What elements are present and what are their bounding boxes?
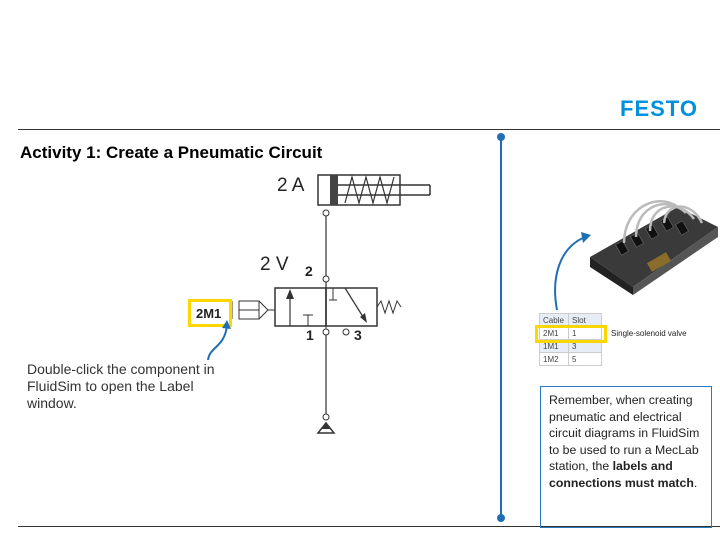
table-header-row: Cable Slot (539, 313, 602, 327)
table-header-cell: Slot (568, 313, 602, 327)
valve-symbol (231, 287, 402, 327)
instruction-note: Double-click the component in FluidSim t… (27, 361, 215, 411)
valve-caption: Single-solenoid valve (611, 329, 687, 338)
note-pointer-arrow (207, 320, 231, 361)
solenoid-highlight (188, 299, 232, 327)
photo-pointer-arrow (554, 232, 591, 311)
valve-label: 2 V (260, 254, 289, 275)
table-cell: 1M2 (539, 352, 569, 366)
pneumatic-circuit-diagram (231, 174, 431, 434)
io-terminal-photo (588, 187, 720, 295)
cylinder-label: 2 A (277, 175, 305, 196)
remember-text-2: . (693, 475, 698, 490)
vertical-separator (497, 133, 505, 522)
festo-logo: FESTO (620, 96, 698, 121)
bottom-divider (18, 526, 720, 527)
top-divider (18, 129, 720, 130)
table-row: 1M2 5 (539, 352, 602, 366)
port-2-label: 2 (305, 263, 313, 279)
port-3-label: 3 (354, 327, 362, 343)
table-row-highlight (535, 325, 607, 343)
remember-text-1: Remember, when creating pneumatic and el… (549, 393, 700, 473)
remember-callout: Remember, when creating pneumatic and el… (540, 386, 712, 528)
solenoid-label: 2M1 (196, 306, 222, 321)
remember-bold-text: labels and connections must match (549, 459, 694, 490)
port-1-label: 1 (306, 327, 314, 343)
cylinder-symbol (317, 174, 431, 217)
slide-title: Activity 1: Create a Pneumatic Circuit (20, 143, 323, 162)
table-cell: 5 (568, 352, 602, 366)
